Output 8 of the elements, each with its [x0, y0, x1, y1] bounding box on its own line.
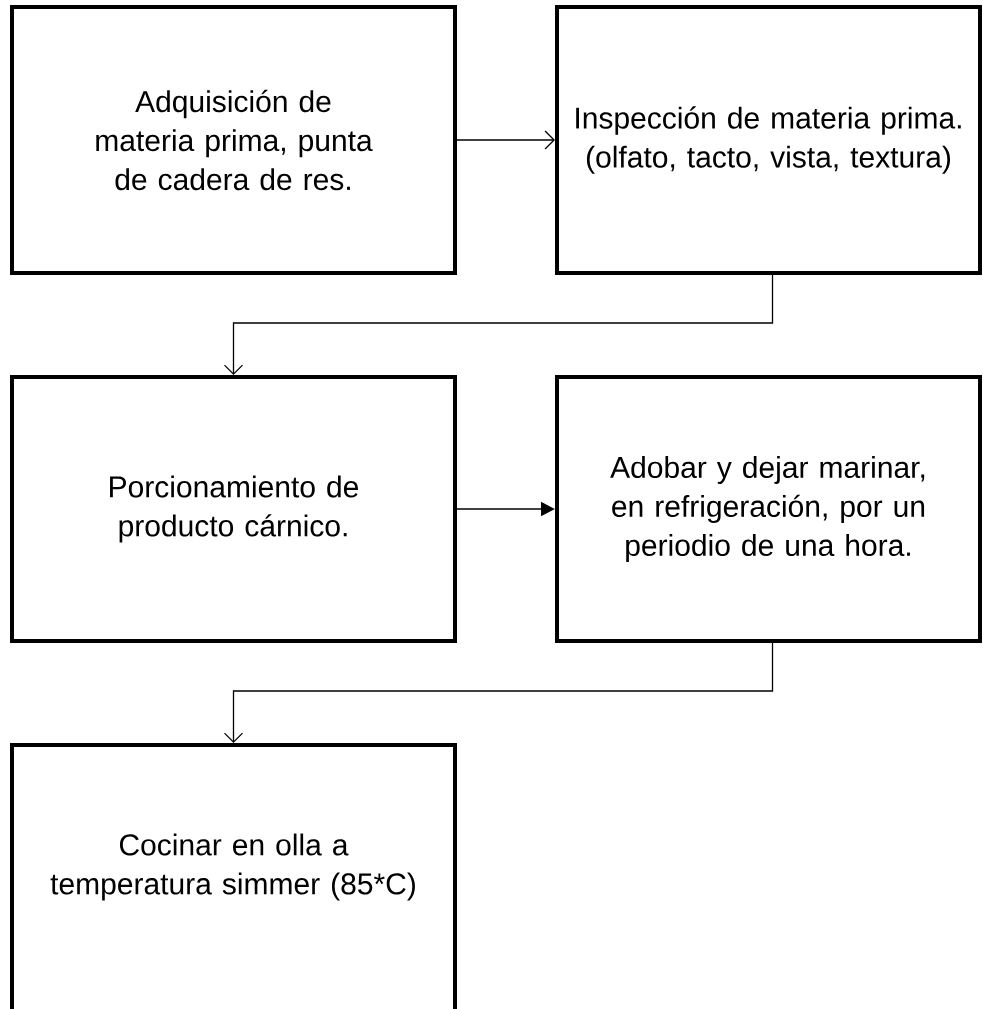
process-box: Adobar y dejar marinar, en refrigeración, por un periodio de una hora. — [555, 375, 982, 643]
process-box: Cocinar en olla a temperatura simmer (85*C) — [10, 743, 457, 1009]
arrow — [223, 274, 774, 375]
process-box: Inspección de materia prima. (olfato, tacto, vista, textura) — [555, 5, 982, 275]
process-box: Adquisición de materia prima, punta de cadera de res. — [10, 5, 457, 275]
arrow — [456, 130, 555, 150]
arrow — [223, 642, 774, 743]
process-box: Porcionamiento de producto cárnico. — [10, 375, 457, 643]
